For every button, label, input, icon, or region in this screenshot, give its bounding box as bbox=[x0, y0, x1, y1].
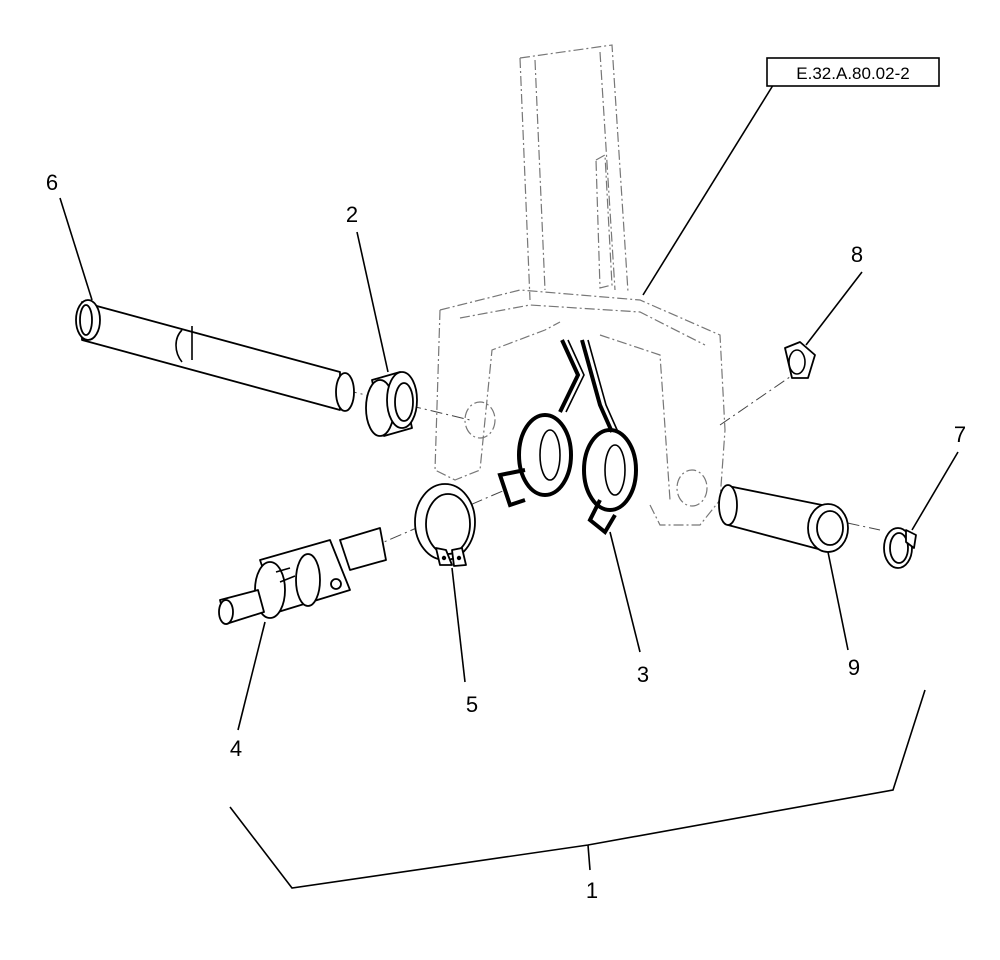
callout-7: 7 bbox=[954, 422, 966, 447]
part-7-circlip bbox=[883, 527, 917, 569]
callout-4: 4 bbox=[230, 736, 242, 761]
part-6-pin bbox=[75, 299, 355, 412]
part-2-bushing bbox=[365, 371, 418, 437]
callout-8: 8 bbox=[851, 242, 863, 267]
leader-lines bbox=[59, 81, 959, 731]
part-5-snap-ring bbox=[414, 483, 476, 567]
callout-9: 9 bbox=[848, 655, 860, 680]
part-9-sleeve bbox=[718, 484, 849, 553]
callout-5: 5 bbox=[466, 692, 478, 717]
callout-2: 2 bbox=[346, 202, 358, 227]
callout-3: 3 bbox=[637, 662, 649, 687]
callout-6: 6 bbox=[46, 170, 58, 195]
reference-code: E.32.A.80.02-2 bbox=[796, 64, 909, 83]
reference-box: E.32.A.80.02-2 bbox=[766, 57, 940, 87]
callout-labels: 6 2 8 7 4 5 3 9 1 bbox=[46, 170, 966, 903]
part-4-shaft bbox=[218, 527, 387, 625]
yoke-ghost-outline bbox=[434, 44, 726, 526]
part-3-springs bbox=[497, 339, 638, 536]
assembly-bracket bbox=[229, 689, 926, 889]
callout-1: 1 bbox=[586, 878, 598, 903]
part-8-plug bbox=[784, 341, 816, 379]
